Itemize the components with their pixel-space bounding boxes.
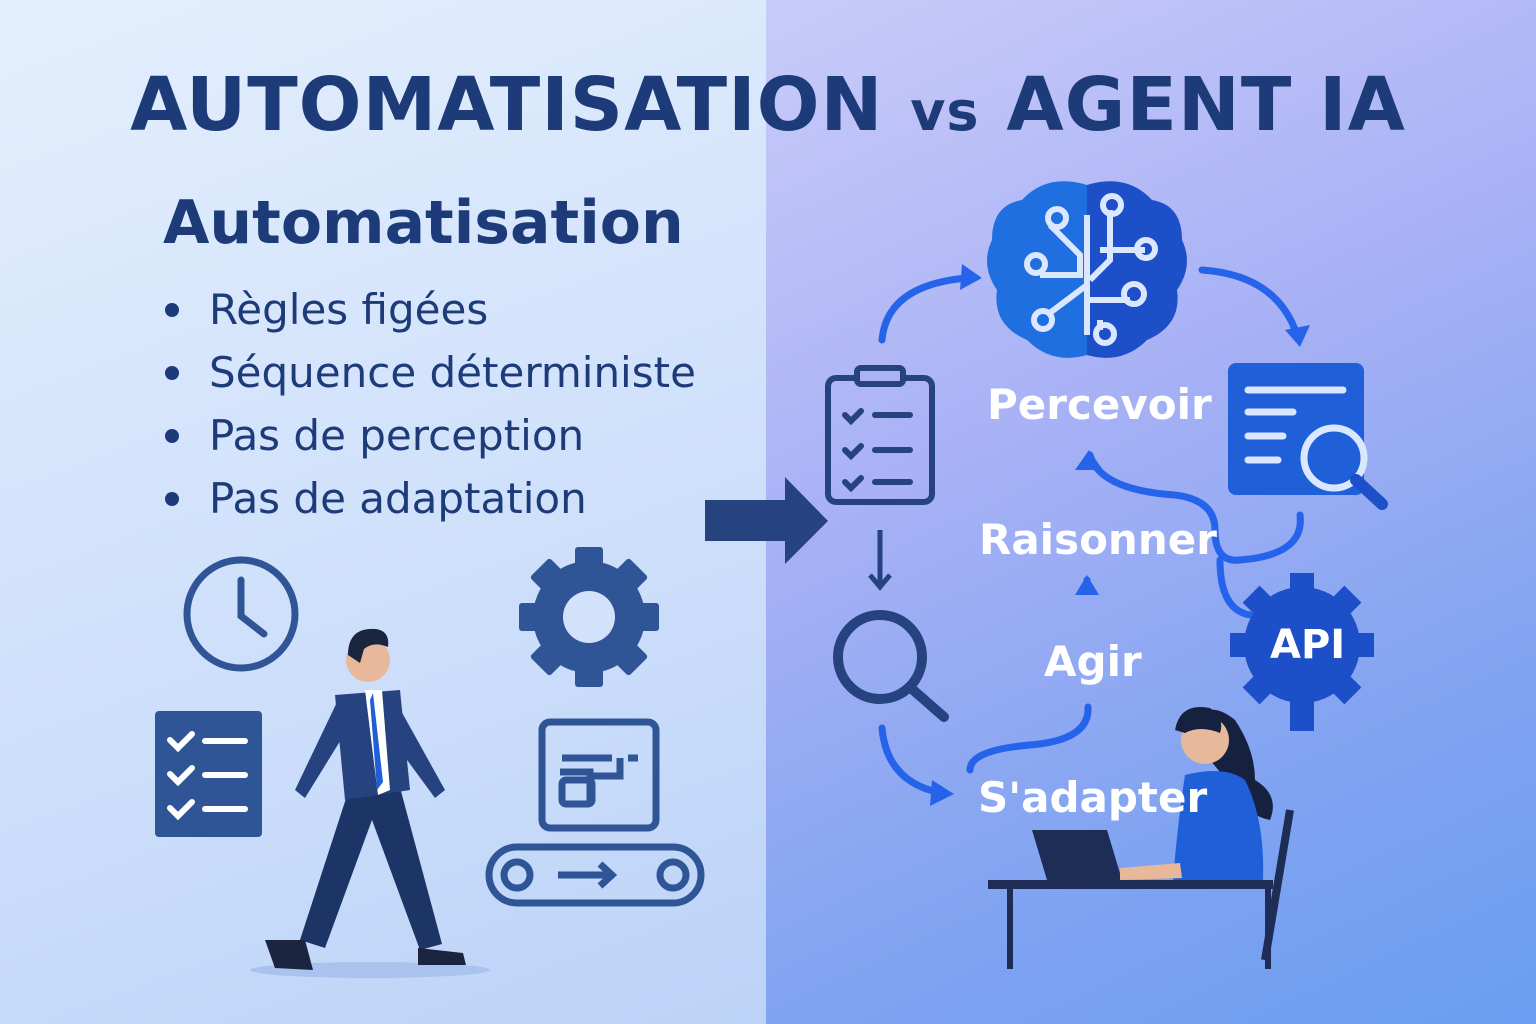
- transition-arrow-icon: [705, 477, 828, 564]
- bullet-item: Séquence déterministe: [165, 341, 696, 404]
- automation-bullet-list: Règles figées Séquence déterministe Pas …: [165, 278, 696, 530]
- search-icon: [833, 610, 949, 722]
- bullet-dot-icon: [165, 302, 179, 317]
- agent-panel: [766, 0, 1536, 1024]
- walking-man-illustration: [250, 628, 490, 978]
- bullet-dot-icon: [165, 428, 179, 443]
- cycle-step-percevoir: Percevoir: [987, 380, 1212, 429]
- brain-icon: [987, 181, 1187, 358]
- down-arrow-icon: [868, 530, 892, 591]
- woman-at-laptop-illustration: [988, 706, 1294, 969]
- clock-icon: [183, 556, 299, 672]
- arrowheads: [930, 264, 1310, 806]
- bullet-dot-icon: [165, 365, 179, 380]
- bullet-item: Pas de adaptation: [165, 467, 696, 530]
- bullet-text: Séquence déterministe: [209, 347, 696, 397]
- conveyor-machine-icon: [485, 718, 705, 907]
- cycle-step-sadapter: S'adapter: [978, 773, 1208, 822]
- cycle-step-raisonner: Raisonner: [979, 515, 1217, 564]
- checklist-icon: [155, 711, 262, 837]
- cycle-arrows: [878, 266, 1304, 797]
- automation-heading: Automatisation: [163, 188, 684, 258]
- title-right: AGENT IA: [1006, 62, 1406, 148]
- automation-panel: [0, 0, 766, 1024]
- gear-icon: [519, 547, 659, 687]
- clipboard-icon: [825, 365, 935, 505]
- bullet-text: Pas de perception: [209, 410, 585, 460]
- page-title: AUTOMATISATION vs AGENT IA: [0, 62, 1536, 148]
- cycle-step-agir: Agir: [1044, 637, 1142, 686]
- bullet-item: Pas de perception: [165, 404, 696, 467]
- bullet-text: Règles figées: [209, 284, 489, 334]
- bullet-dot-icon: [165, 491, 179, 506]
- api-label: API: [1270, 622, 1346, 668]
- title-vs: vs: [910, 80, 980, 143]
- bullet-text: Pas de adaptation: [209, 473, 587, 523]
- document-search-icon: [1228, 363, 1388, 510]
- bullet-item: Règles figées: [165, 278, 696, 341]
- title-left: AUTOMATISATION: [130, 62, 884, 148]
